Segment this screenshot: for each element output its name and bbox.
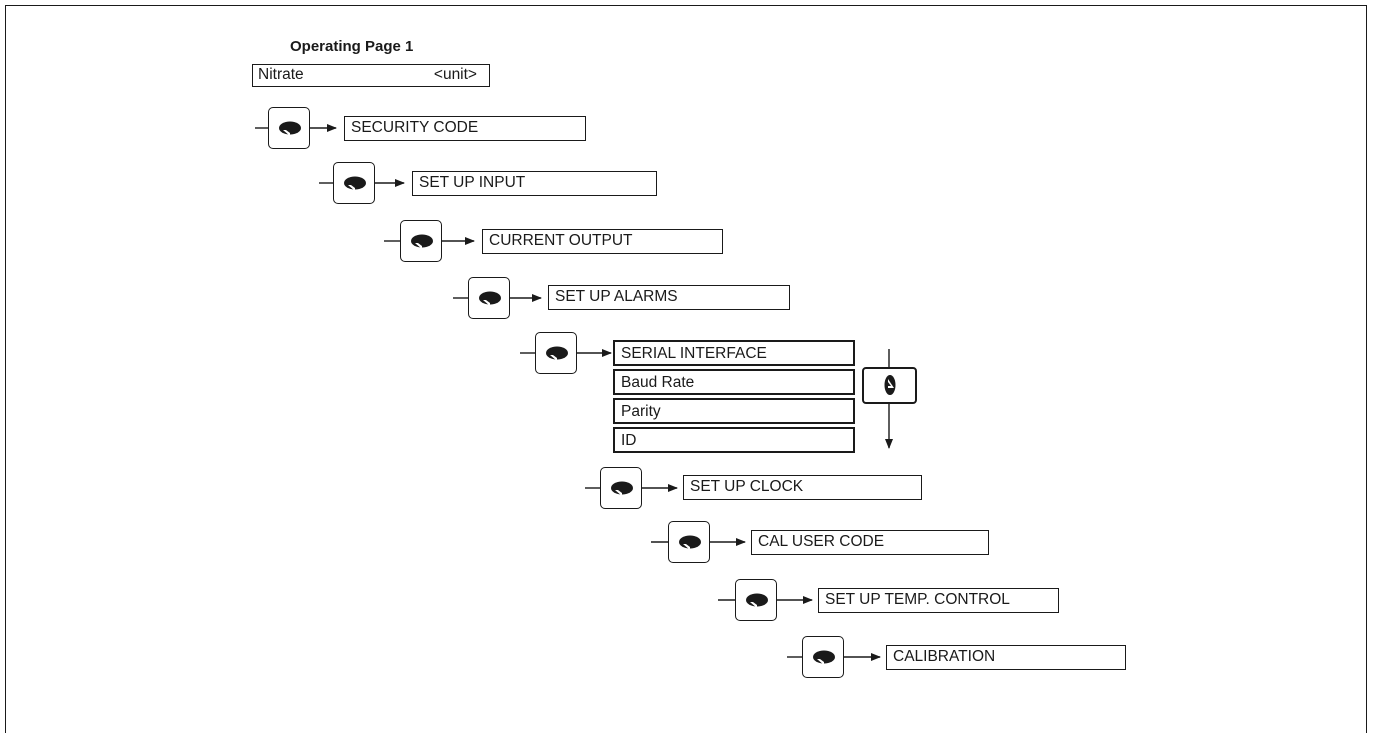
menu-label-current-output: CURRENT OUTPUT: [482, 229, 723, 254]
menu-label-serial-interface: SERIAL INTERFACE: [613, 340, 855, 366]
menu-label-calibration: CALIBRATION: [886, 645, 1126, 670]
menu-key-1[interactable]: [268, 107, 310, 149]
menu-key-icon: [546, 346, 568, 361]
menu-label-cal-user-code: CAL USER CODE: [751, 530, 989, 555]
menu-label-security-code: SECURITY CODE: [344, 116, 586, 141]
parameter-name: Nitrate: [258, 66, 304, 83]
menu-key-3[interactable]: [400, 220, 442, 262]
menu-key-4[interactable]: [468, 277, 510, 319]
menu-key-7[interactable]: [668, 521, 710, 563]
parameter-advance-key[interactable]: [862, 367, 917, 404]
operating-page-title: Operating Page 1: [290, 38, 414, 55]
param-baud-rate: Baud Rate: [613, 369, 855, 395]
menu-key-icon: [344, 176, 366, 191]
menu-label-set-up-clock: SET UP CLOCK: [683, 475, 922, 500]
operating-page-display: Nitrate <unit>: [252, 64, 490, 87]
menu-key-8[interactable]: [735, 579, 777, 621]
diagram-frame: [5, 5, 1367, 733]
parameter-unit: <unit>: [433, 66, 477, 83]
menu-key-icon: [479, 291, 501, 306]
menu-key-6[interactable]: [600, 467, 642, 509]
menu-key-icon: [279, 121, 301, 136]
menu-key-icon: [746, 593, 768, 608]
serial-interface-group: SERIAL INTERFACE Baud Rate Parity ID: [613, 340, 855, 453]
menu-label-set-up-temp-control: SET UP TEMP. CONTROL: [818, 588, 1059, 613]
menu-key-2[interactable]: [333, 162, 375, 204]
menu-label-set-up-alarms: SET UP ALARMS: [548, 285, 790, 310]
menu-key-icon: [679, 535, 701, 550]
menu-label-set-up-input: SET UP INPUT: [412, 171, 657, 196]
param-id: ID: [613, 427, 855, 453]
param-parity: Parity: [613, 398, 855, 424]
menu-key-icon: [411, 234, 433, 249]
menu-key-icon: [813, 650, 835, 665]
menu-key-5[interactable]: [535, 332, 577, 374]
menu-key-9[interactable]: [802, 636, 844, 678]
menu-key-icon: [611, 481, 633, 496]
parameter-advance-key-icon: [884, 375, 896, 395]
